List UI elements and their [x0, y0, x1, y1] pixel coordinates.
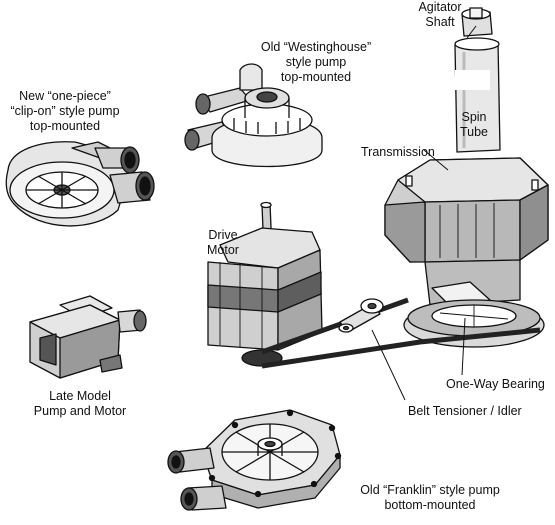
one-piece-pump [5, 141, 155, 227]
drive-motor-label: Drive Motor [198, 228, 248, 258]
spin-tube-label: Spin Tube [452, 110, 496, 140]
westinghouse-pump-label: Old “Westinghouse” style pump top-mounte… [246, 40, 386, 85]
transmission-label-text: Transmission [361, 145, 435, 159]
one-piece-pump-label: New “one-piece” “clip-on” style pump top… [0, 89, 130, 134]
drive-motor-label-line-1: Drive [208, 228, 238, 242]
transmission-assembly [384, 7, 549, 348]
franklin-pump-label-line-1: Old “Franklin” style pump [360, 483, 500, 497]
drive-belt [261, 297, 541, 369]
one-way-bearing-label: One-Way Bearing [446, 377, 545, 392]
franklin-pump [167, 409, 342, 511]
transmission-label: Transmission [361, 145, 435, 160]
drive-motor [207, 201, 323, 367]
spin-tube-label-line-1: Spin [461, 110, 487, 124]
late-model-pump-label-line-1: Late Model [49, 389, 111, 403]
franklin-pump-label-line-2: bottom-mounted [384, 498, 476, 512]
drive-motor-label-line-2: Motor [207, 243, 239, 257]
spin-tube-label-line-2: Tube [459, 125, 489, 139]
late-model-pump [29, 295, 147, 379]
leader-lines [371, 25, 477, 401]
agitator-shaft-label-line-1: Agitator [418, 0, 462, 14]
belt-tensioner-label-text: Belt Tensioner / Idler [408, 404, 522, 418]
westinghouse-pump-label-line-3: top-mounted [280, 70, 352, 84]
franklin-pump-label: Old “Franklin” style pump bottom-mounted [340, 483, 520, 513]
belt-tensioner-idler [338, 298, 384, 333]
belt-tensioner-label: Belt Tensioner / Idler [408, 404, 522, 419]
one-piece-pump-label-line-2: “clip-on” style pump [10, 104, 120, 118]
one-piece-pump-label-line-3: top-mounted [29, 119, 101, 133]
one-piece-pump-label-line-1: New “one-piece” [19, 89, 111, 103]
one-way-bearing-label-text: One-Way Bearing [446, 377, 545, 391]
agitator-shaft-label: Agitator Shaft [410, 0, 470, 30]
late-model-pump-label: Late Model Pump and Motor [20, 389, 140, 419]
westinghouse-pump-label-line-1: Old “Westinghouse” [260, 40, 372, 54]
westinghouse-pump-label-line-2: style pump [285, 55, 347, 69]
late-model-pump-label-line-2: Pump and Motor [33, 404, 127, 418]
agitator-shaft-label-line-2: Shaft [425, 15, 455, 29]
westinghouse-pump [184, 63, 323, 168]
